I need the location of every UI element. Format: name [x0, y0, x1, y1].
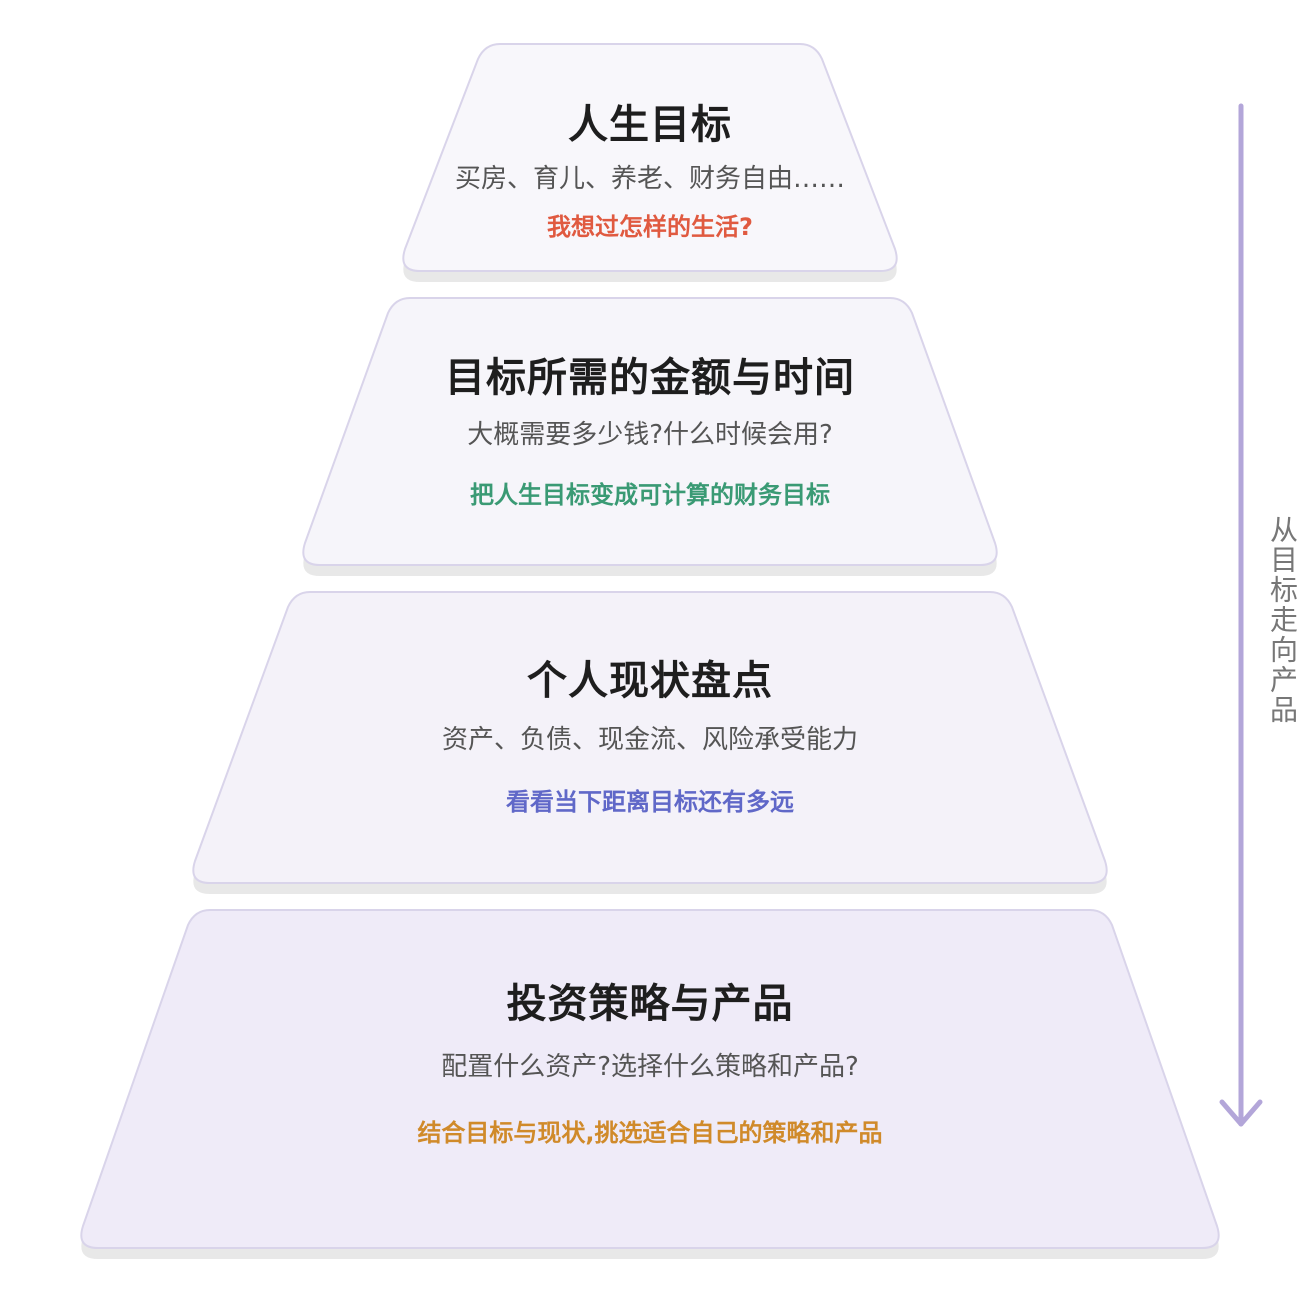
down-arrow-icon — [1219, 103, 1263, 1127]
tier-3-note: 看看当下距离目标还有多远 — [506, 788, 794, 816]
tier-1-description: 买房、育儿、养老、财务自由…… — [454, 164, 845, 194]
tier-3-description: 资产、负债、现金流、风险承受能力 — [441, 725, 858, 755]
tier-4-shape — [80, 909, 1220, 1249]
flow-label: 从目标走向产品 — [1266, 515, 1299, 725]
tier-2-note: 把人生目标变成可计算的财务目标 — [470, 481, 830, 509]
tier-3-title: 个人现状盘点 — [527, 658, 773, 704]
tier-1-shape — [402, 43, 898, 272]
tier-3-shape — [192, 591, 1108, 884]
tier-1-title: 人生目标 — [568, 102, 732, 148]
tier-1-note: 我想过怎样的生活? — [547, 213, 753, 241]
tier-2-shape — [302, 297, 998, 566]
tier-4-title: 投资策略与产品 — [506, 981, 794, 1027]
tier-4-note: 结合目标与现状,挑选适合自己的策略和产品 — [417, 1119, 883, 1147]
tier-2-description: 大概需要多少钱?什么时候会用? — [467, 420, 833, 450]
tier-4-description: 配置什么资产?选择什么策略和产品? — [441, 1052, 859, 1082]
tier-2-title: 目标所需的金额与时间 — [445, 355, 855, 401]
